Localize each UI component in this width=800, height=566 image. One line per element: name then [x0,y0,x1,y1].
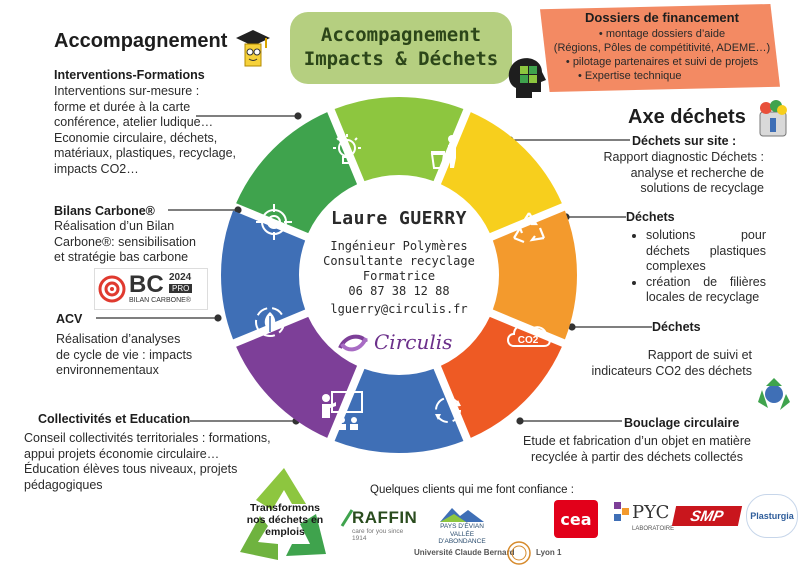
circulis-logo: Circulis [336,330,466,356]
title-line1: Accompagnement [320,24,482,46]
hands-leaf-icon [255,307,285,337]
client-lyon: Université Claude Bernard [414,548,514,557]
raffin-name: RAFFIN [352,508,418,527]
acv-title: ACV [56,312,83,326]
segment-bilans [236,112,358,234]
center-role1: Ingénieur Polymères [330,239,468,253]
dechets2-title: Déchets [652,320,701,334]
pyc-name: PYC [632,502,670,523]
co2-label: CO2 [518,335,539,346]
financement-content: Dossiers de financement • montage dossie… [548,10,776,83]
co2-cloud-icon: CO2 [507,324,551,347]
lyon-seal-icon [507,541,531,565]
client-smp: SMP [671,506,743,526]
mountain-icon [440,508,484,522]
lyon-name: Université Claude Bernard [414,548,515,557]
graduate-pencil-icon [236,30,270,67]
clients-label: Quelques clients qui me font confiance : [370,484,574,496]
recycle-emblem-text: Transformons nos déchets en emplois [246,502,324,538]
badge-pro: PRO [169,284,193,293]
left-heading: Accompagnement [54,30,228,52]
badge-bc: BC [129,271,164,298]
financement-item-4: • Expertise technique [578,70,682,82]
client-plasturgia: Plasturgia [746,494,798,538]
interventions-text: Interventions sur-mesure : forme et duré… [54,84,237,176]
dechets2-text: Rapport de suivi et indicateurs CO2 des … [591,348,752,378]
circulis-swirl-icon [338,334,368,352]
circulis-brand: Circulis [374,330,453,354]
dechets1-title: Déchets [626,210,675,224]
collectivites-text: Conseil collectivités territoriales : fo… [24,431,271,492]
title-line2: Impacts & Déchets [303,48,499,70]
raffin-tag: care for you since 1914 [352,528,404,542]
dechets1-text: solutions pour déchets plastiques comple… [630,228,766,306]
center-card: Laure GUERRY Ingénieur Polymères Consult… [310,208,488,317]
dechets1-item-1: solutions pour déchets plastiques comple… [646,228,766,275]
center-name: Laure GUERRY [330,208,468,229]
financement-box [540,4,780,92]
evian-name: PAYS D’ÉVIAN VALLÉE D’ABONDANCE [438,523,486,545]
pyc-squares-icon [614,502,629,521]
trash-bin-icon [759,100,787,137]
segment-site [440,112,562,234]
segment-recycle [492,210,577,340]
badge-sub: BILAN CARBONE® [129,297,191,304]
axe-heading: Axe déchets [628,106,746,128]
target-icon [256,204,292,240]
collectivites-title: Collectivités et Education [38,412,191,426]
segment-formations [334,97,464,182]
financement-item-3: • pilotage partenaires et suivi de proje… [565,56,759,68]
client-pyc: PYC LABORATOIRE [614,500,674,538]
segment-co2 [440,316,562,438]
financement-item-2: (Régions, Pôles de compétitivité, ADEME…… [553,42,771,54]
center-role2: Consultante recyclage [323,254,475,268]
lyon-num: Lyon 1 [536,548,562,557]
recycle-emblem [240,468,326,560]
person-trash-icon [430,135,456,169]
site-text: Rapport diagnostic Déchets : analyse et … [603,150,764,195]
bouclage-title: Bouclage circulaire [624,416,740,430]
acv-text: Réalisation d’analyses de cycle de vie :… [56,332,193,377]
lightbulb-icon [333,134,361,164]
bilans-title: Bilans Carbone® [54,204,155,218]
client-raffin: RAFFIN care for you since 1914 [340,504,418,542]
dechets1-item-2: création de filières locales de recyclag… [646,275,766,306]
recycle-icon [513,212,546,244]
puzzle-head-icon [508,58,546,98]
target-logo-icon [98,275,126,303]
financement-title: Dossiers de financement [585,10,739,25]
bouclage-text: Etude et fabrication d’un objet en matiè… [523,434,751,464]
center-phone: 06 87 38 12 88 [348,284,450,298]
teacher-board-icon [322,391,363,430]
financement-item-1: • montage dossiers d’aide [598,28,726,40]
recycle-globe-icon [758,378,790,410]
site-title: Déchets sur site : [632,134,737,148]
client-cea: cea [554,500,598,538]
bilan-carbone-badge: BC 2024 PRO BILAN CARBONE® [94,268,208,310]
client-evian: PAYS D’ÉVIAN VALLÉE D’ABONDANCE [426,506,498,545]
raffin-leaf-icon [340,509,354,527]
segment-bouclage [334,368,464,453]
main-title: Accompagnement Impacts & Déchets [290,12,512,84]
segment-acv [220,210,306,340]
badge-year: 2024 [169,272,192,283]
center-email[interactable]: lguerry@circulis.fr [330,302,468,316]
circular-arrows-icon [435,397,461,423]
interventions-title: Interventions-Formations [54,68,205,82]
bilans-text: Réalisation d’un Bilan Carbone®: sensibi… [54,219,196,264]
pyc-sub: LABORATOIRE [632,526,675,532]
center-role3: Formatrice [362,269,436,283]
